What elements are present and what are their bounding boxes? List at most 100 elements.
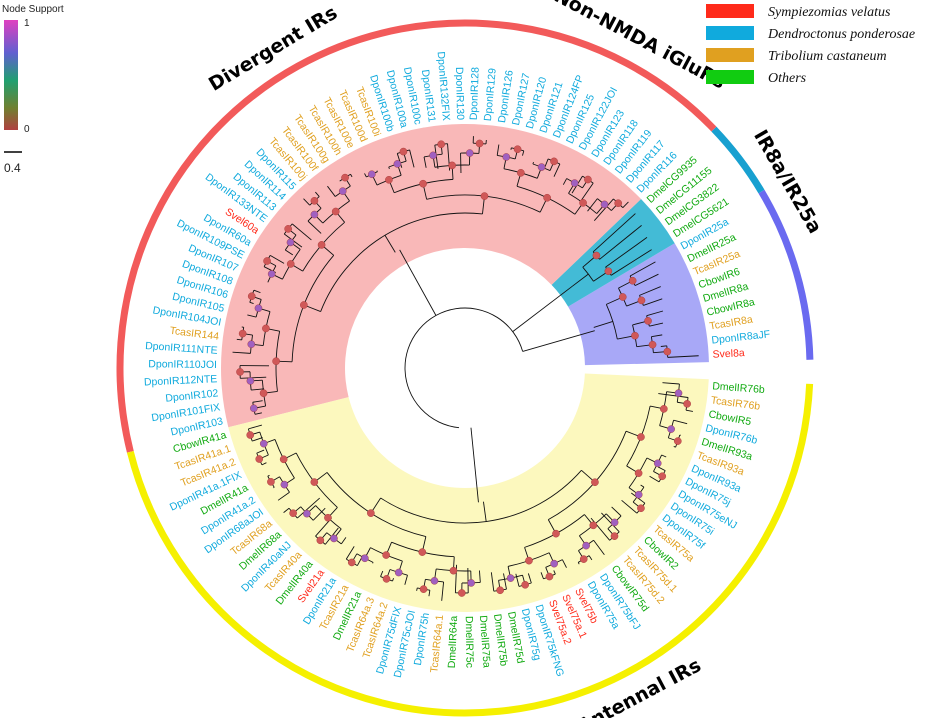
branch — [639, 286, 661, 296]
support-node — [637, 433, 645, 441]
branch — [396, 153, 403, 168]
support-node — [584, 175, 592, 184]
support-node — [513, 145, 522, 154]
support-node — [550, 559, 558, 568]
branch — [423, 156, 427, 168]
nonnmda-clade-arc — [711, 126, 765, 194]
branch — [593, 320, 613, 328]
support-node — [683, 400, 691, 408]
branch — [660, 345, 667, 347]
support-node — [310, 478, 319, 486]
support-node — [316, 536, 325, 545]
support-node — [673, 437, 682, 445]
support-node — [644, 317, 652, 325]
branch — [662, 382, 680, 385]
leaf-label: Svel8a — [712, 347, 745, 361]
branch — [522, 150, 525, 156]
support-node — [331, 207, 340, 216]
support-node — [418, 548, 427, 556]
support-node — [658, 472, 667, 481]
branch — [640, 484, 645, 488]
branch — [399, 249, 437, 316]
legend-label: Sympiezomias velatus — [768, 5, 891, 20]
support-node — [475, 139, 484, 148]
branch — [252, 400, 263, 403]
support-node — [496, 586, 504, 595]
branch — [345, 546, 355, 560]
branch — [253, 289, 261, 294]
branch — [588, 555, 593, 561]
support-node — [480, 192, 489, 200]
leaf-label: DponIR129 — [482, 67, 499, 121]
branch — [661, 454, 667, 458]
support-node — [250, 404, 258, 413]
branch — [428, 590, 431, 597]
branch — [611, 506, 622, 517]
node-support-title: Node Support — [2, 4, 64, 15]
branch — [610, 249, 652, 276]
branch — [553, 570, 556, 575]
branch — [303, 198, 311, 206]
branch — [251, 388, 265, 391]
inner-blank-circle — [347, 250, 583, 486]
support-node — [604, 267, 613, 275]
support-node — [247, 292, 256, 301]
branch — [409, 149, 415, 168]
support-node — [437, 140, 445, 149]
support-node — [448, 161, 456, 170]
support-node — [286, 260, 295, 268]
branch — [291, 223, 312, 241]
support-node — [341, 173, 349, 182]
support-node — [449, 566, 458, 575]
antennal-clade-sector — [228, 373, 709, 612]
branch — [649, 322, 664, 327]
support-node — [653, 459, 662, 468]
leaf-label: DponIR110JOI — [148, 358, 217, 371]
clade-arcs — [116, 19, 814, 717]
branch — [312, 507, 326, 521]
support-node — [457, 589, 466, 597]
support-node — [317, 241, 326, 249]
support-node — [259, 389, 268, 397]
support-node — [382, 551, 390, 559]
legend-swatch — [706, 70, 754, 84]
branch — [512, 285, 573, 333]
branch — [261, 462, 267, 466]
branch — [340, 537, 347, 545]
branch — [441, 581, 445, 601]
support-node — [338, 187, 347, 195]
support-node — [631, 331, 639, 340]
branch — [380, 570, 384, 577]
support-node — [591, 478, 599, 487]
branch — [592, 213, 636, 253]
support-node — [637, 296, 646, 305]
branch — [479, 570, 481, 583]
node-support-max: 1 — [24, 18, 30, 29]
branch-arc — [582, 266, 594, 282]
antennal-clade-arc — [126, 383, 814, 717]
support-node — [262, 324, 270, 333]
branch — [269, 255, 285, 264]
support-node — [310, 197, 319, 205]
branch — [646, 310, 664, 317]
support-node — [254, 304, 263, 313]
branch — [247, 314, 257, 318]
branch — [685, 409, 693, 412]
scale-bar: 0.4 — [4, 151, 22, 175]
support-node — [259, 439, 268, 448]
support-node — [592, 251, 601, 260]
support-node — [267, 270, 276, 278]
support-node — [394, 568, 403, 577]
support-node — [303, 509, 311, 518]
branch — [622, 201, 629, 208]
legend-swatch — [706, 48, 754, 62]
support-node — [330, 534, 338, 543]
support-node — [579, 555, 588, 563]
support-node — [502, 153, 511, 161]
support-node — [674, 389, 683, 397]
support-node — [610, 532, 619, 540]
support-node — [660, 405, 668, 413]
support-node — [543, 193, 551, 202]
ir8a-clade-sector — [568, 243, 709, 366]
branch — [254, 412, 262, 415]
